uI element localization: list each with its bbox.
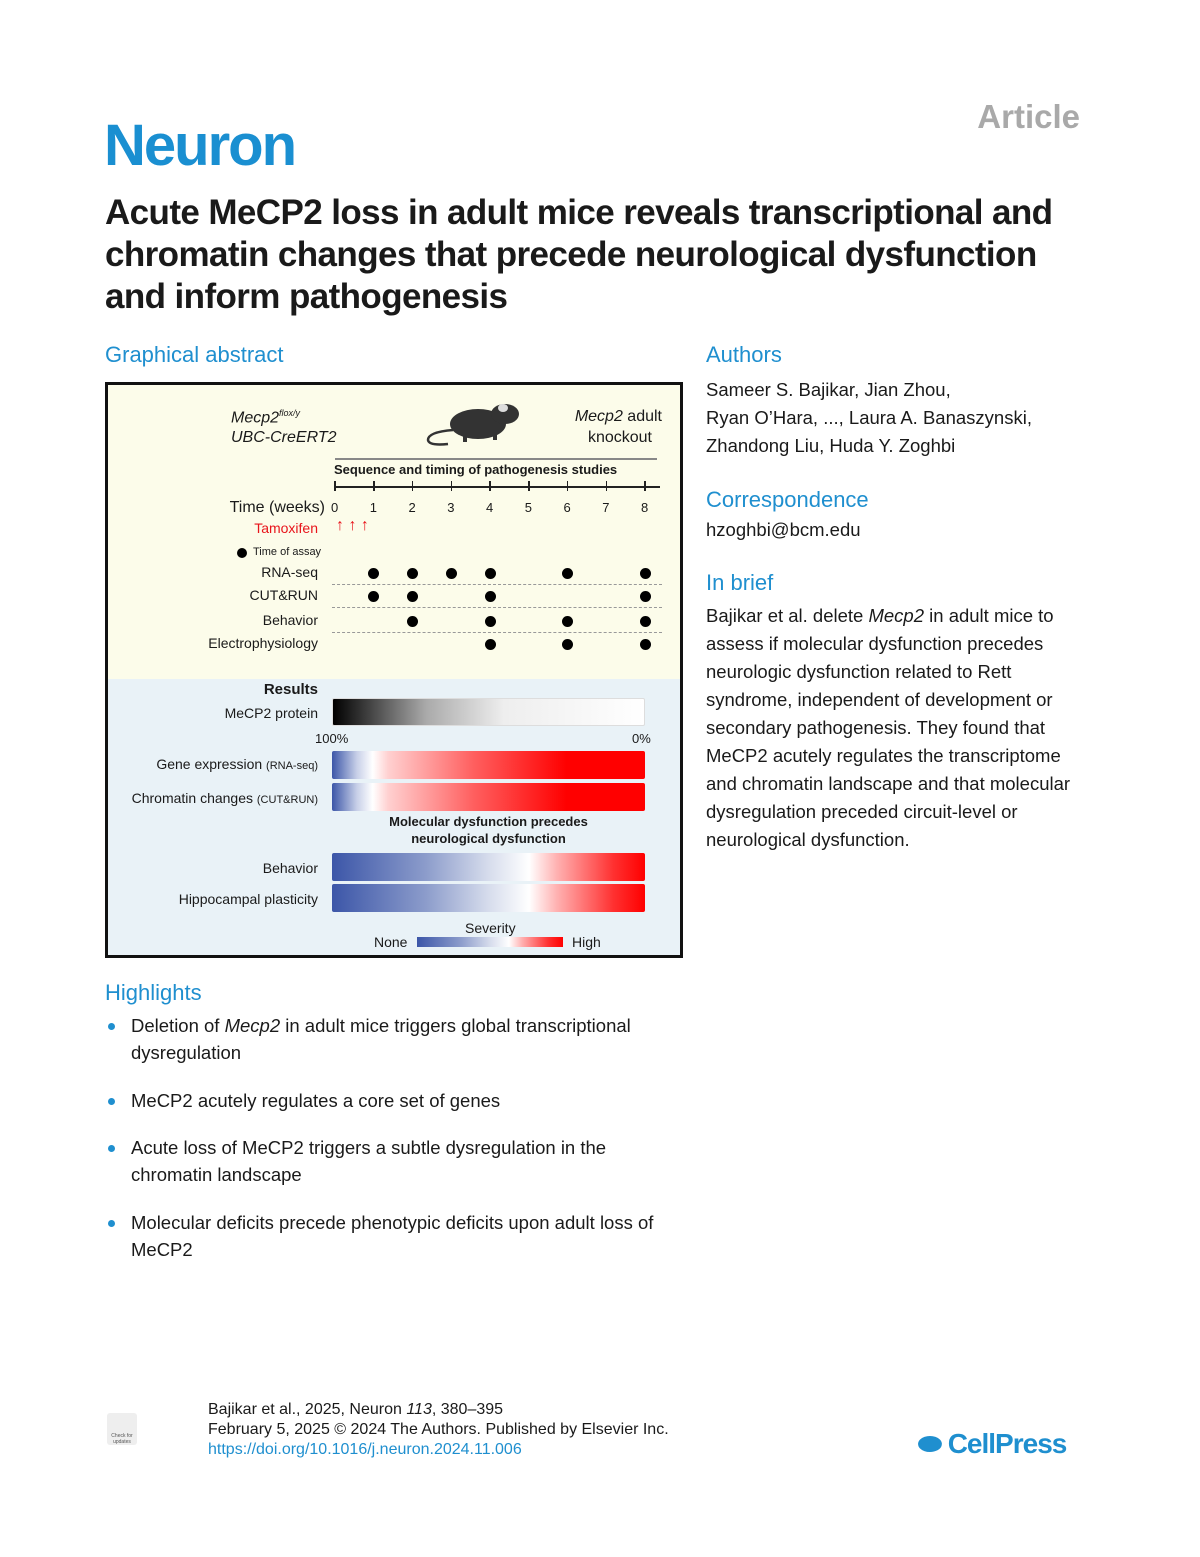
bullet-icon	[108, 1098, 115, 1105]
protein-label: MeCP2 protein	[224, 705, 318, 721]
assay-dot	[639, 638, 651, 650]
row-divider	[332, 607, 662, 608]
outcome-label: Mecp2 adult	[574, 408, 662, 425]
time-tick-label: 7	[602, 500, 610, 515]
time-tick	[644, 481, 646, 491]
assay-label: RNA-seq	[261, 564, 318, 580]
highlight-item: Molecular deficits precede phenotypic de…	[131, 1212, 654, 1260]
citation-footer: Bajikar et al., 2025, Neuron 113, 380–39…	[208, 1401, 669, 1458]
assay-dot	[484, 615, 496, 627]
time-tick-label: 0	[331, 500, 339, 515]
time-tick-label: 8	[641, 500, 649, 515]
time-tick	[489, 481, 491, 491]
assay-dot	[368, 567, 380, 579]
bullet-icon	[108, 1220, 115, 1227]
assay-dot	[407, 590, 418, 602]
assay-label: CUT&RUN	[249, 587, 318, 603]
authors-list: Sameer S. Bajikar, Jian Zhou,Ryan O’Hara…	[706, 379, 1032, 456]
time-tick	[334, 481, 336, 491]
check-updates-icon[interactable]: Check for updates	[107, 1413, 137, 1445]
doi-link[interactable]: https://doi.org/10.1016/j.neuron.2024.11…	[208, 1441, 522, 1458]
behavior-result-label: Behavior	[262, 860, 318, 876]
row-divider	[332, 584, 662, 585]
correspondence-email[interactable]: hzoghbi@bcm.edu	[706, 519, 861, 540]
assay-dot	[407, 615, 418, 627]
assay-dot	[639, 615, 651, 627]
assay-dot	[562, 615, 573, 627]
cellpress-logo: ⬬ CellPress	[918, 1428, 1067, 1459]
bullet-icon	[108, 1023, 115, 1030]
plasticity-label: Hippocampal plasticity	[178, 891, 318, 907]
article-title: Acute MeCP2 loss in adult mice reveals t…	[105, 193, 1053, 316]
mouse-icon	[426, 404, 519, 446]
article-type: Article	[977, 98, 1080, 135]
assay-dot	[562, 567, 573, 579]
correspondence-heading: Correspondence	[706, 487, 869, 512]
sequence-label: Sequence and timing of pathogenesis stud…	[334, 462, 618, 477]
protein-gradient-bar	[332, 698, 645, 726]
assay-dot	[639, 590, 651, 602]
time-tick-label: 1	[369, 500, 377, 515]
time-axis	[335, 486, 660, 488]
graphical-abstract-heading: Graphical abstract	[105, 342, 284, 367]
tamoxifen-label: Tamoxifen	[254, 520, 318, 536]
highlight-item: MeCP2 acutely regulates a core set of ge…	[131, 1090, 501, 1111]
time-tick	[373, 481, 375, 491]
outcome-line2: knockout	[587, 429, 652, 446]
time-tick-label: 2	[408, 500, 416, 515]
assay-dot	[562, 638, 573, 650]
assay-dot	[368, 590, 380, 602]
assay-dot-legend-icon	[237, 548, 247, 558]
sequence-arrow	[335, 458, 657, 460]
time-tick-label: 6	[563, 500, 571, 515]
assay-dot	[484, 567, 496, 579]
assay-dot	[639, 567, 651, 579]
severity-label: Severity	[465, 920, 516, 936]
behavior-bar	[332, 853, 645, 881]
plasticity-bar	[332, 884, 645, 912]
chromatin-label: Chromatin changes (CUT&RUN)	[131, 790, 318, 806]
time-tick	[566, 481, 569, 491]
time-tick	[411, 481, 414, 491]
tamoxifen-arrows-icon: ↑ ↑ ↑	[336, 517, 369, 534]
assay-dot	[484, 638, 496, 650]
genotype-line2: UBC-CreERT2	[231, 429, 337, 446]
gene-expression-bar	[332, 751, 645, 779]
in-brief-heading: In brief	[706, 570, 774, 595]
row-divider	[332, 632, 662, 633]
protein-start-label: 100%	[315, 731, 349, 746]
time-tick	[605, 481, 607, 491]
authors-heading: Authors	[706, 342, 782, 367]
time-tick-label: 4	[486, 500, 494, 515]
results-heading: Results	[263, 681, 318, 698]
chromatin-bar	[332, 783, 645, 811]
severity-scale-bar	[417, 937, 563, 947]
highlight-item: Acute loss of MeCP2 triggers a subtle dy…	[131, 1137, 607, 1185]
bullet-icon	[108, 1145, 115, 1152]
in-brief-text: Bajikar et al. delete Mecp2 in adult mic…	[706, 605, 1071, 850]
assay-dot	[484, 590, 496, 602]
cellpress-link-icon: ⬬	[918, 1428, 942, 1459]
highlight-item: Deletion of Mecp2 in adult mice triggers…	[131, 1015, 631, 1063]
time-axis-label: Time (weeks)	[229, 499, 325, 516]
journal-logo: Neuron	[104, 113, 297, 178]
time-tick-label: 5	[524, 500, 532, 515]
assay-dot	[407, 567, 418, 579]
assay-label: Behavior	[262, 612, 318, 628]
assay-dot	[445, 567, 457, 579]
graphical-abstract: Mecp2flox/y UBC-CreERT2 Mecp2 adult knoc…	[105, 382, 683, 958]
highlights-heading: Highlights	[105, 980, 202, 1005]
gene-expression-label: Gene expression (RNA-seq)	[156, 756, 318, 772]
assay-label: Electrophysiology	[208, 635, 318, 651]
protein-end-label: 0%	[632, 731, 651, 746]
time-tick-label: 3	[447, 500, 455, 515]
time-tick	[528, 481, 530, 491]
genotype-label: Mecp2flox/y	[231, 408, 301, 427]
severity-high-label: High	[572, 934, 601, 950]
assay-legend-label: Time of assay	[253, 546, 322, 558]
severity-low-label: None	[374, 934, 408, 950]
time-tick	[450, 481, 452, 491]
